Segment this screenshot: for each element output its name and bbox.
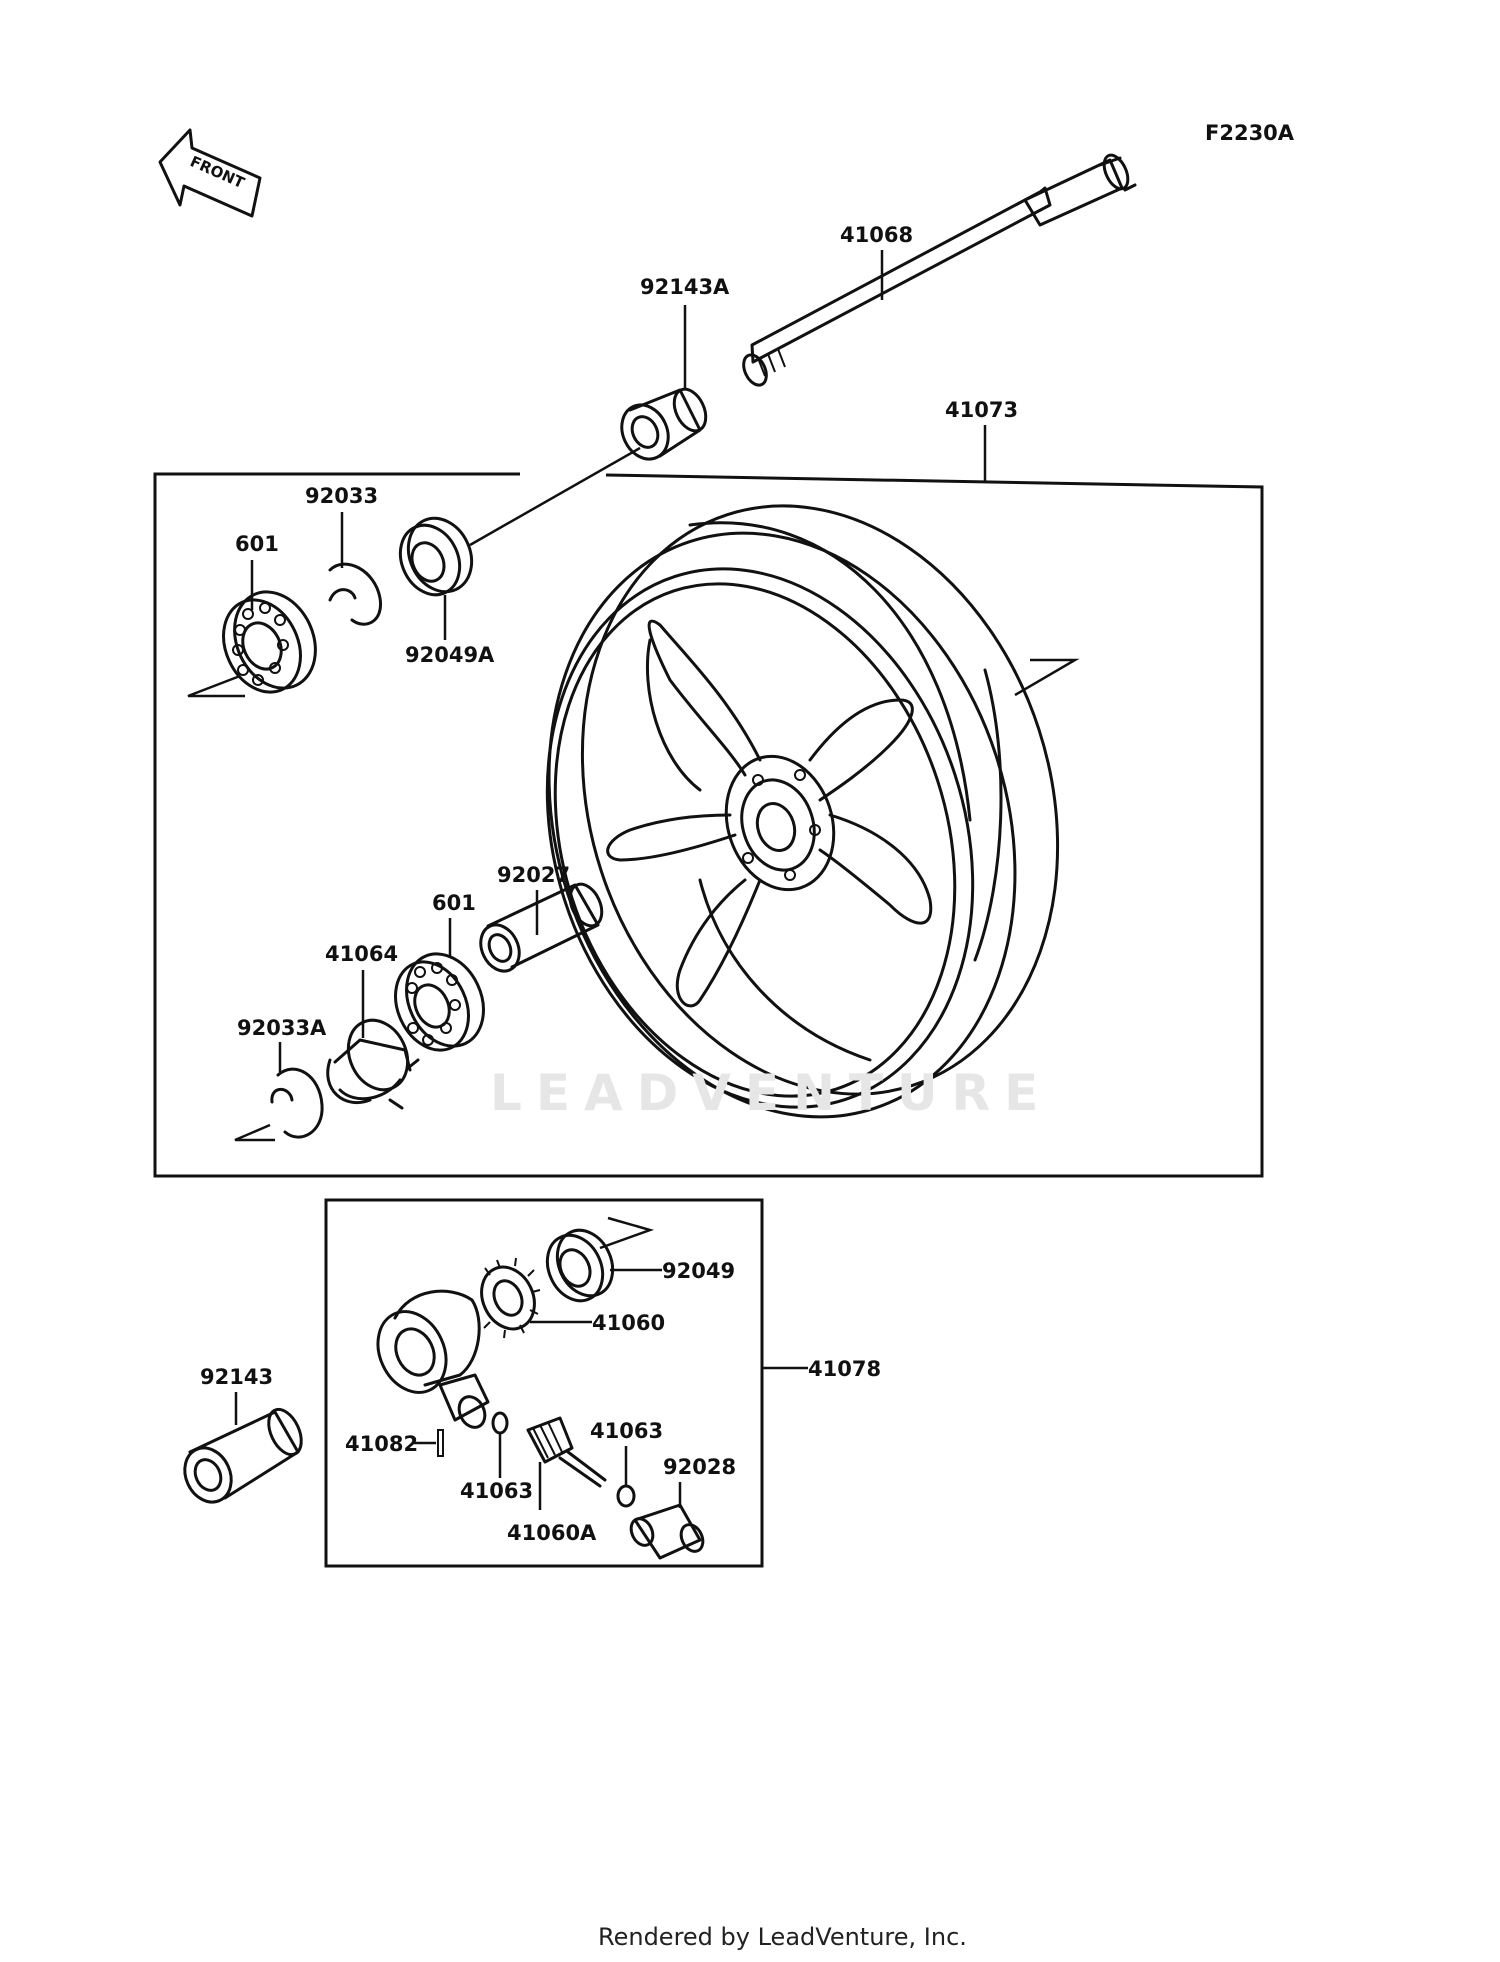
label-41064: 41064 xyxy=(325,942,398,966)
label-92027: 92027 xyxy=(497,863,570,887)
label-41060: 41060 xyxy=(592,1311,665,1335)
label-92033A: 92033A xyxy=(237,1016,327,1040)
circlip-92033 xyxy=(328,562,382,626)
gear-housing xyxy=(376,1289,490,1429)
label-41063-upper: 41063 xyxy=(590,1419,663,1443)
seal-92049 xyxy=(545,1228,615,1303)
continuation-mark-lower-left xyxy=(234,1123,275,1142)
label-41073: 41073 xyxy=(945,398,1018,422)
wheel-assembly-frame xyxy=(153,472,1264,1178)
label-601-upper: 601 xyxy=(235,532,279,556)
bushing-92028 xyxy=(629,1503,705,1560)
label-41063-lower: 41063 xyxy=(460,1479,533,1503)
label-92143A: 92143A xyxy=(640,275,730,299)
collar-41064 xyxy=(326,1018,420,1110)
label-92049: 92049 xyxy=(662,1259,735,1283)
label-41060A: 41060A xyxy=(507,1521,597,1545)
axle xyxy=(742,153,1137,387)
collar-92143A xyxy=(620,387,708,461)
speedometer-gear-frame xyxy=(324,1198,764,1568)
gear-41060 xyxy=(480,1257,541,1339)
seal-92049A xyxy=(398,516,474,597)
pinion-41060A xyxy=(526,1416,607,1488)
collar-92143 xyxy=(183,1407,303,1504)
continuation-mark-right xyxy=(1014,658,1080,697)
label-601-lower: 601 xyxy=(432,891,476,915)
spacer-92027 xyxy=(479,882,604,973)
label-92143: 92143 xyxy=(200,1365,273,1389)
bearing-601-lower xyxy=(394,952,485,1052)
continuation-mark-gear xyxy=(599,1216,655,1250)
footer-credit: Rendered by LeadVenture, Inc. xyxy=(598,1923,967,1951)
label-92033: 92033 xyxy=(305,484,378,508)
washer-41063-upper xyxy=(616,1484,636,1508)
label-41068: 41068 xyxy=(840,223,913,247)
front-arrow-icon: FRONT xyxy=(158,128,262,218)
bearing-601-upper xyxy=(222,590,317,694)
diagram-code: F2230A xyxy=(1205,121,1295,145)
label-92028: 92028 xyxy=(663,1455,736,1479)
watermark: LEADVENTURE xyxy=(490,1064,1052,1122)
washer-41063-lower xyxy=(491,1411,509,1435)
label-41082: 41082 xyxy=(345,1432,418,1456)
continuation-mark-left xyxy=(187,674,245,698)
front-wheel xyxy=(545,504,1060,1119)
axle-centerline xyxy=(469,446,641,547)
circlip-92033A xyxy=(270,1067,324,1139)
label-92049A: 92049A xyxy=(405,643,495,667)
label-41078: 41078 xyxy=(808,1357,881,1381)
pin-41082 xyxy=(437,1429,444,1457)
